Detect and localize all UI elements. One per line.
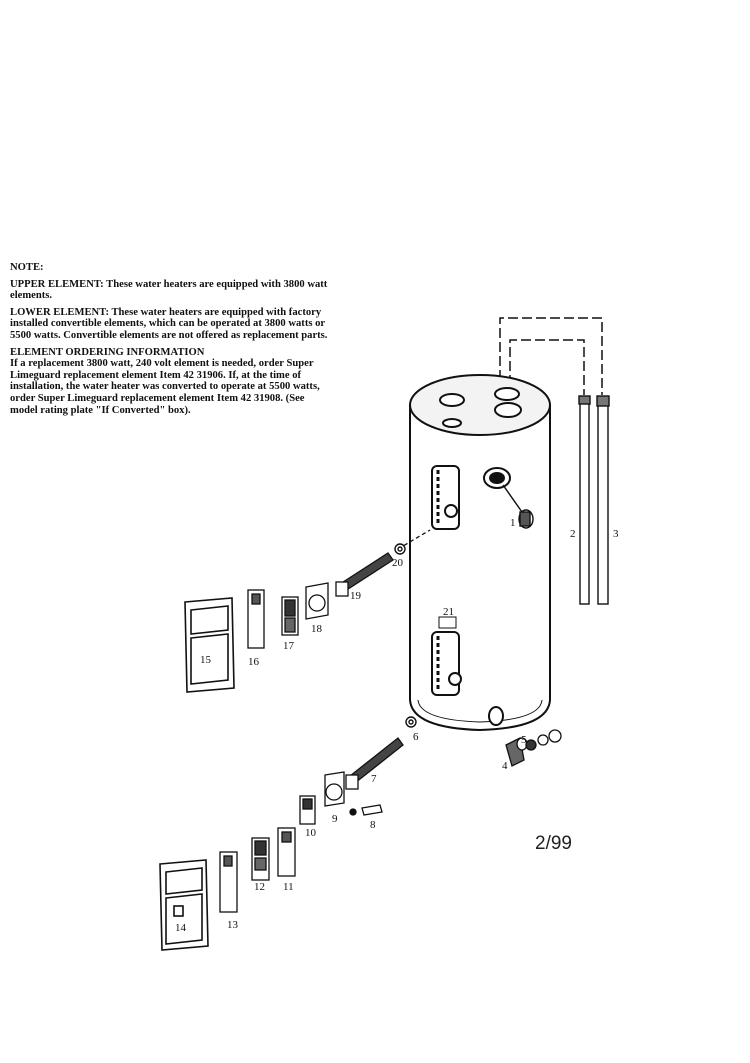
callout-16: 16 xyxy=(248,656,260,668)
heat-trap-nipple-3 xyxy=(596,395,610,605)
thermostat-12 xyxy=(251,837,270,881)
thermostat-17 xyxy=(281,596,299,636)
insulation-13 xyxy=(219,851,238,913)
lower-element-text: These water heaters are equipped with fa… xyxy=(10,306,328,341)
callout-1: 1 xyxy=(510,517,516,529)
callout-3: 3 xyxy=(613,528,619,540)
callout-4: 4 xyxy=(502,760,508,772)
upper-element-text: These water heaters are equipped with 38… xyxy=(10,278,328,302)
access-cover-15 xyxy=(184,597,235,693)
heat-trap-nipple-2 xyxy=(578,395,591,605)
callout-21: 21 xyxy=(443,606,454,618)
drain-nut-5 xyxy=(525,729,562,751)
tank xyxy=(409,374,551,732)
bracket-9 xyxy=(324,771,345,807)
upper-element-heading: UPPER ELEMENT: xyxy=(10,278,104,290)
clip-8 xyxy=(349,804,383,816)
callout-6: 6 xyxy=(413,731,419,743)
bracket-18 xyxy=(305,582,329,620)
drain-valve-4 xyxy=(505,737,528,767)
ordering-info-heading: ELEMENT ORDERING INFORMATION xyxy=(10,346,205,358)
thermostat-11 xyxy=(277,827,296,877)
callout-17: 17 xyxy=(283,640,295,652)
callout-8: 8 xyxy=(370,819,376,831)
callout-10: 10 xyxy=(305,827,317,839)
pipe-dashed-lines xyxy=(499,317,603,395)
insulation-16 xyxy=(247,589,265,649)
upper-element-note: UPPER ELEMENT: These water heaters are e… xyxy=(10,279,332,302)
ordering-info-text: If a replacement 3800 watt, 240 volt ele… xyxy=(10,358,320,416)
gasket-20 xyxy=(394,543,406,555)
callout-12: 12 xyxy=(254,881,265,893)
lower-element-heading: LOWER ELEMENT: xyxy=(10,306,109,318)
callout-13: 13 xyxy=(227,919,239,931)
lower-element-7 xyxy=(345,737,404,790)
note-title: NOTE: xyxy=(10,262,44,273)
note-block: NOTE: UPPER ELEMENT: These water heaters… xyxy=(10,262,332,421)
callout-9: 9 xyxy=(332,813,338,825)
part-1-fitting xyxy=(502,484,534,529)
callout-14: 14 xyxy=(175,922,187,934)
callout-11: 11 xyxy=(283,881,294,893)
thermostat-10 xyxy=(299,795,316,825)
lower-element-note: LOWER ELEMENT: These water heaters are e… xyxy=(10,307,332,342)
gasket-6 xyxy=(405,716,417,728)
callout-15: 15 xyxy=(200,654,212,666)
callout-5: 5 xyxy=(521,734,527,746)
callout-2: 2 xyxy=(570,528,576,540)
callout-labels: 1 2 3 4 5 6 7 8 9 10 11 12 13 14 15 16 1… xyxy=(175,517,619,934)
date-code: 2/99 xyxy=(535,833,572,854)
callout-20: 20 xyxy=(392,557,404,569)
callout-18: 18 xyxy=(311,623,323,635)
callout-19: 19 xyxy=(350,590,362,602)
access-cover-14 xyxy=(159,859,209,951)
upper-element-19 xyxy=(335,529,431,597)
callout-7: 7 xyxy=(371,773,377,785)
